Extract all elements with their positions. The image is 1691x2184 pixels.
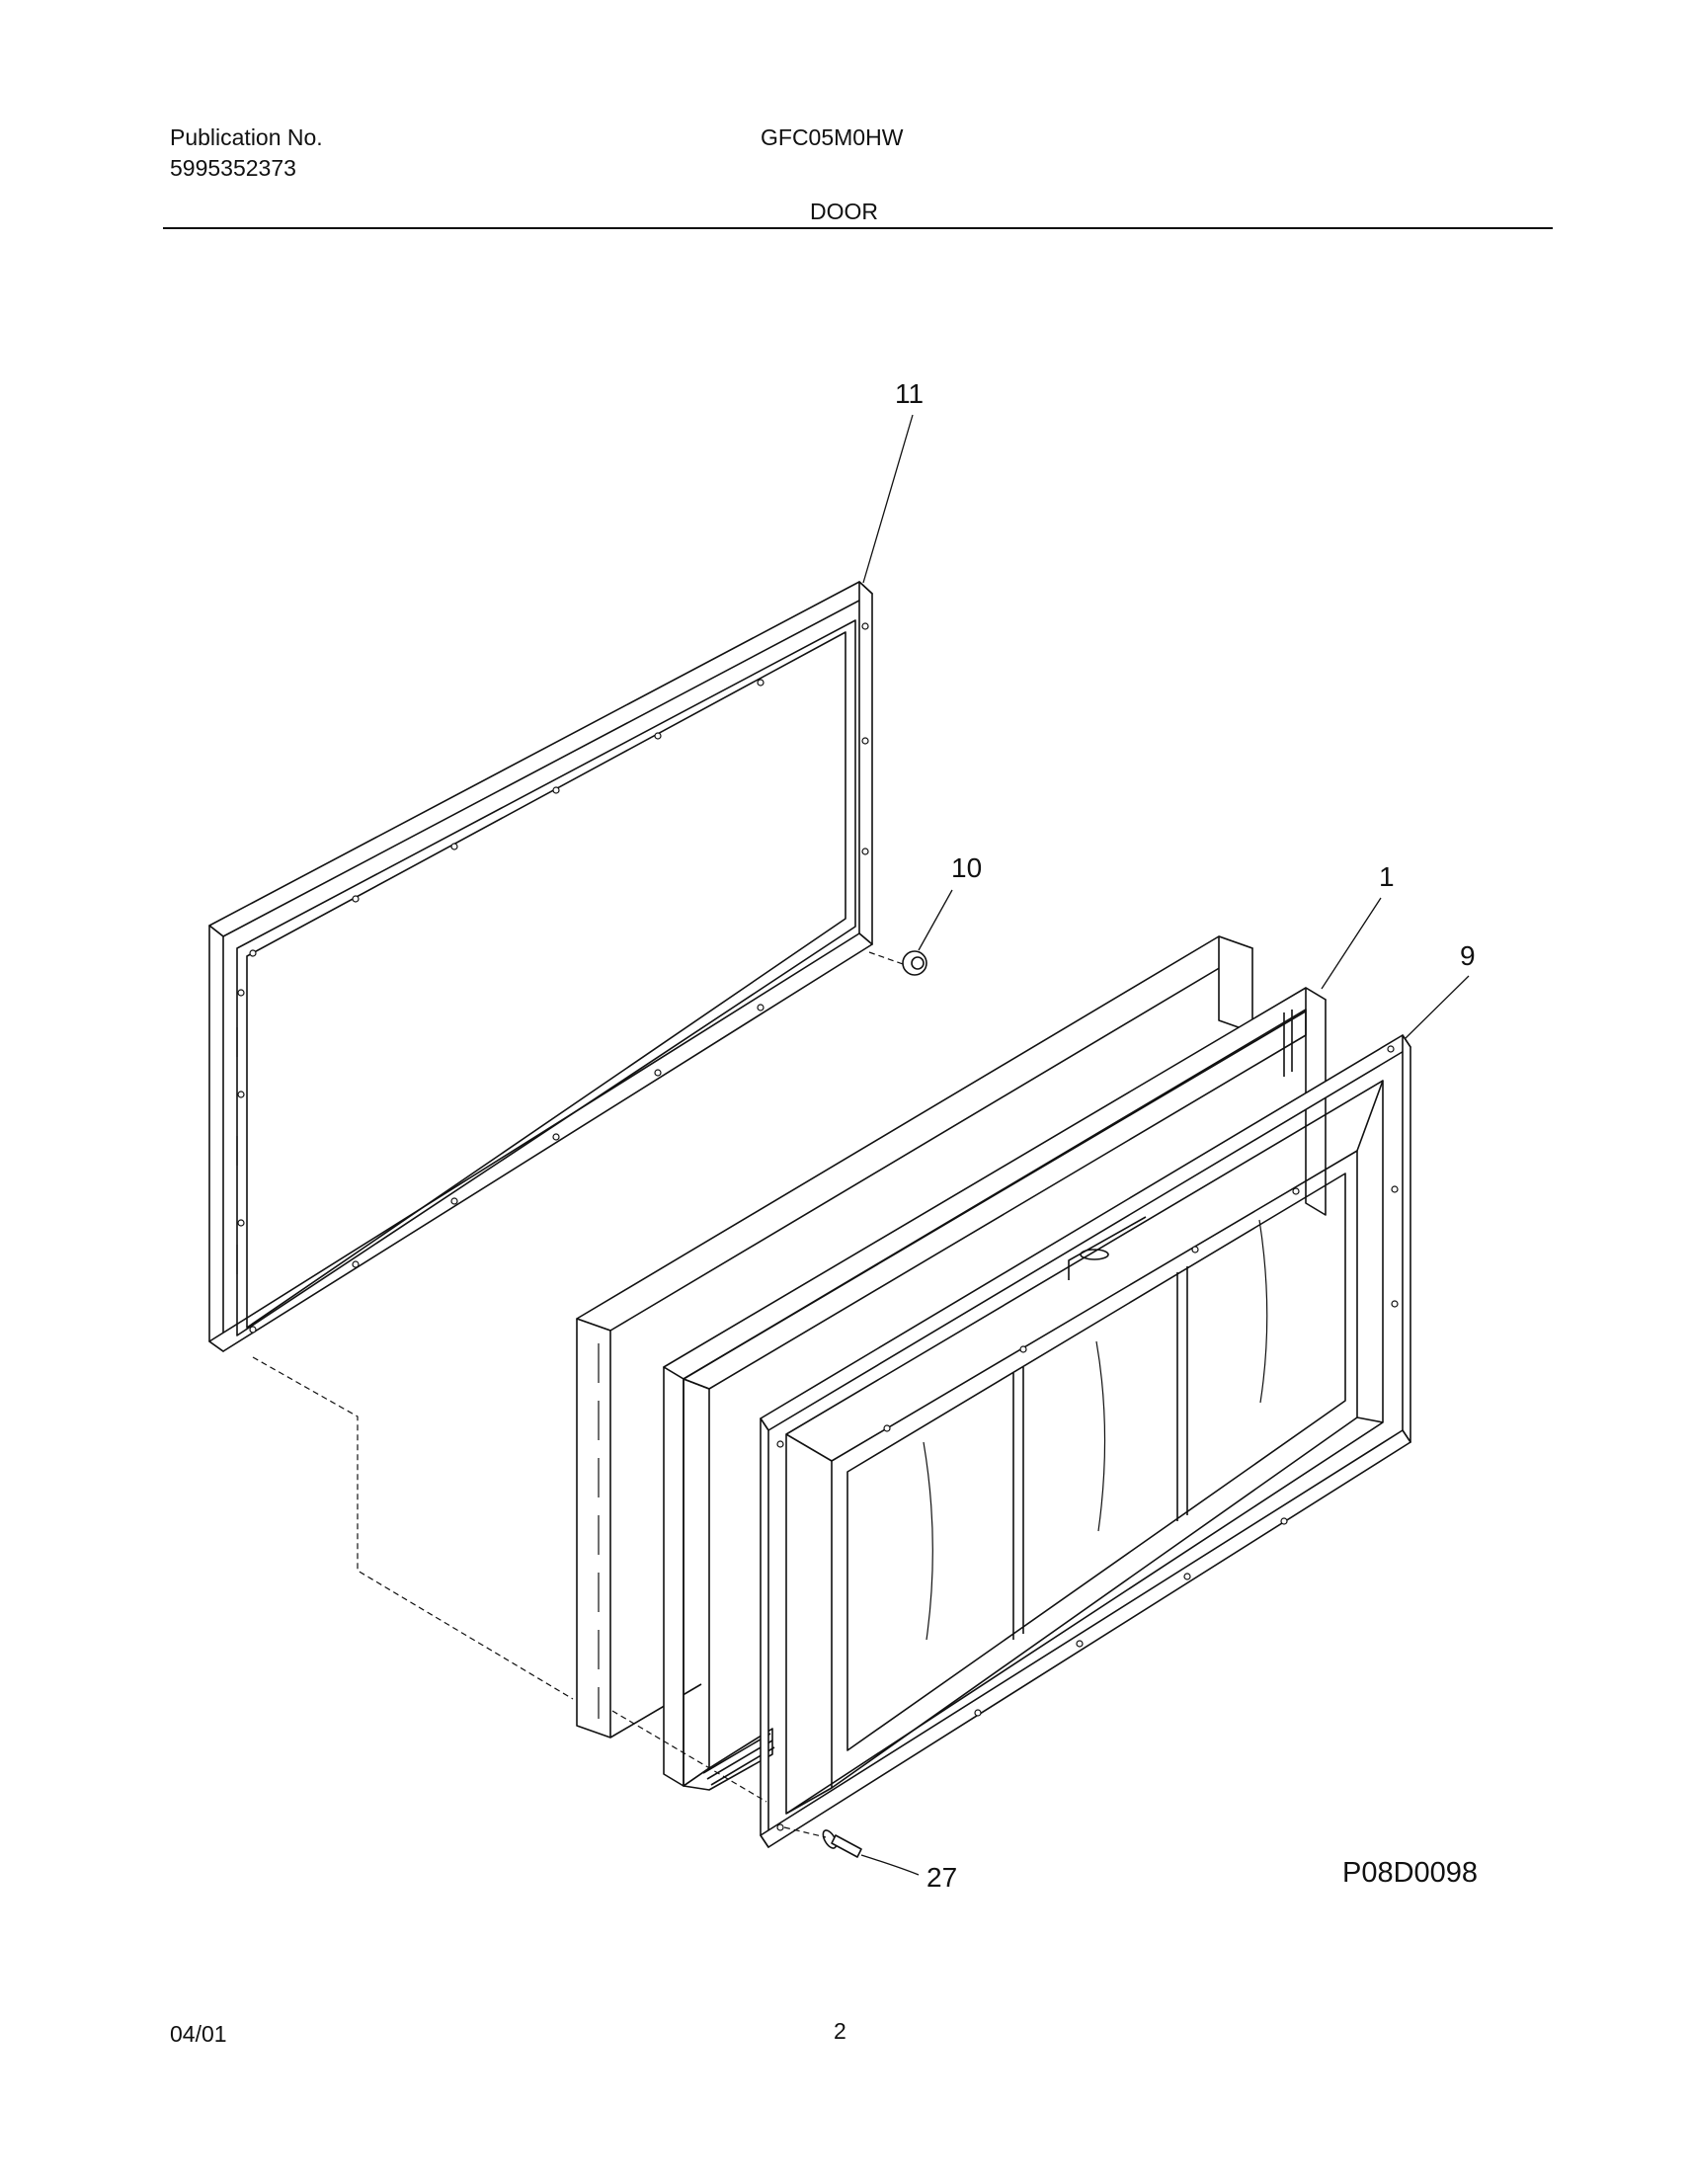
screw	[822, 1829, 862, 1858]
door-liner-panel	[208, 581, 873, 1352]
publication-number: 5995352373	[170, 155, 296, 181]
door-gasket	[663, 987, 1327, 1791]
callout-27: 27	[926, 1862, 957, 1893]
plug-button	[902, 950, 927, 976]
callout-11: 11	[895, 378, 924, 409]
leader-lines	[860, 414, 1470, 1876]
footer-date: 04/01	[170, 2021, 227, 2047]
drawing-code: P08D0098	[1342, 1857, 1479, 1889]
callout-1: 1	[1379, 861, 1395, 892]
outer-door-panel	[760, 1034, 1411, 1848]
page-number: 2	[834, 2018, 846, 2044]
callout-10: 10	[951, 852, 982, 883]
insulation-block	[576, 935, 1253, 1739]
header-rule	[163, 227, 1553, 229]
callout-9: 9	[1460, 940, 1476, 971]
assembly-lines	[252, 951, 904, 1838]
model-number: GFC05M0HW	[761, 124, 904, 150]
publication-label: Publication No.	[170, 124, 323, 150]
section-title: DOOR	[810, 199, 878, 224]
